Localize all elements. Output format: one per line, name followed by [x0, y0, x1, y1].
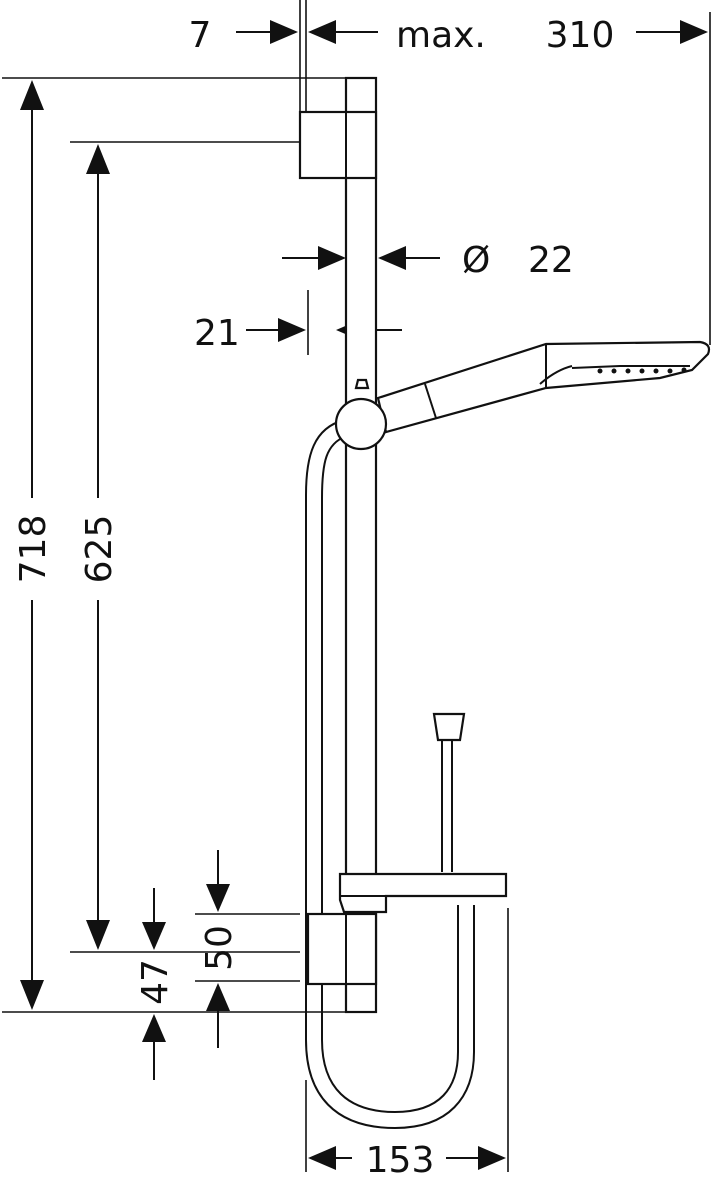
slide-rail: [344, 76, 378, 1014]
diameter-symbol: Ø: [462, 240, 490, 281]
top-wall-bracket: [298, 110, 378, 180]
shower-hose: [305, 419, 475, 1130]
dimension-625-line: [86, 144, 110, 950]
extension-lines: [2, 0, 711, 1172]
hose-pipe-upper: [441, 738, 453, 872]
max-label: max.: [396, 15, 486, 56]
dimension-310-line: [636, 20, 708, 44]
dimension-718-line: [20, 80, 44, 1010]
hose-connector: [432, 712, 466, 742]
dimension-21-line: [246, 318, 402, 342]
slider-holder: [334, 378, 388, 451]
dimension-50-line: [206, 850, 230, 1048]
dimension-153-line: [308, 1146, 506, 1170]
dimension-310-label: 310: [546, 15, 615, 56]
dimension-47-label: 47: [135, 959, 176, 1005]
hand-shower: [376, 340, 711, 434]
dimension-718-label: 718: [13, 515, 54, 584]
dimension-22-line: [282, 246, 440, 270]
dimension-7-line: [236, 20, 378, 44]
dimension-153-label: 153: [366, 1140, 435, 1181]
soap-shelf: [338, 872, 508, 914]
dimension-50-label: 50: [199, 925, 240, 971]
dimension-47-line: [142, 888, 166, 1080]
dimension-625-label: 625: [79, 515, 120, 584]
bottom-wall-bracket: [306, 912, 378, 986]
dimension-21-label: 21: [194, 313, 240, 354]
dimension-22-label: 22: [528, 240, 574, 281]
dimension-7-label: 7: [189, 15, 212, 56]
